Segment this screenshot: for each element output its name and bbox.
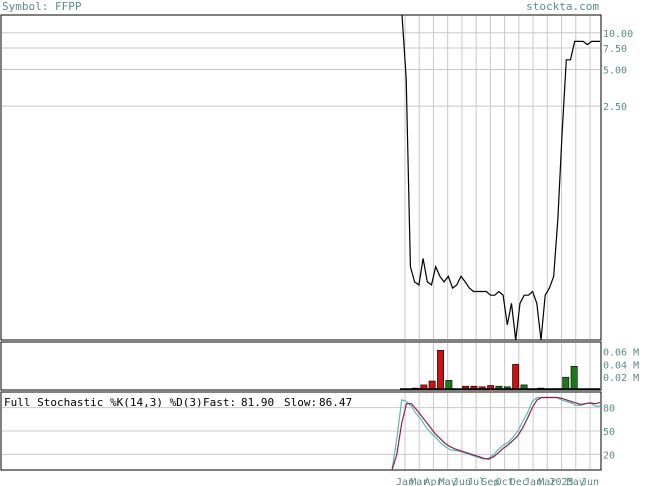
volume-tick-label: 0.04 M: [603, 360, 639, 371]
volume-bar: [512, 364, 520, 391]
fast-value: 81.90: [241, 396, 274, 409]
price-tick-label: 7.50: [603, 44, 627, 55]
volume-bar: [437, 349, 444, 391]
stochastic-title: Full Stochastic %K(14,3) %D(3): [4, 396, 203, 409]
volume-tick-label: 0.02 M: [603, 373, 639, 384]
price-tick-label: 10.00: [603, 29, 633, 40]
x-tick-label: Jul: [467, 477, 485, 486]
fast-label: Fast:: [203, 396, 236, 409]
x-tick-label: May: [439, 477, 457, 486]
slow-value: 86.47: [319, 396, 352, 409]
price-frame: [0, 14, 602, 341]
symbol-label: Symbol: FFPP: [2, 0, 82, 13]
stochastic-frame: [0, 391, 602, 471]
site-name: stockta.com: [526, 0, 599, 13]
slow-label: Slow:: [284, 396, 317, 409]
volume-tick-label: 0.06 M: [603, 348, 639, 359]
volume-bar: [520, 384, 528, 391]
volume-bar: [570, 365, 578, 391]
stochastic-tick-label: 80: [603, 404, 615, 415]
price-tick-label: 2.50: [603, 102, 627, 113]
x-tick-label: Jan: [396, 477, 414, 486]
x-tick-label: May: [567, 477, 585, 486]
x-axis: JanMarAprMayJunJulSepOctDecJanMar2025May…: [396, 477, 599, 486]
volume-bar: [487, 385, 495, 391]
fast-line: [391, 396, 601, 471]
price-panel: 10.00 7.50 5.00 2.50: [0, 14, 633, 341]
x-tick-label: Sep: [481, 477, 499, 486]
x-tick-label: Jun: [453, 477, 471, 486]
x-tick-label: Jan: [524, 477, 542, 486]
x-tick-label: Dec: [510, 477, 528, 486]
volume-bar: [470, 385, 478, 391]
volume-bar: [445, 380, 453, 391]
x-tick-label: Oct: [496, 477, 514, 486]
volume-bar: [462, 385, 469, 391]
volume-bar: [420, 384, 428, 391]
stochastic-tick-label: 50: [603, 427, 615, 438]
volume-bar: [428, 380, 436, 391]
price-tick-label: 5.00: [603, 65, 627, 76]
volume-bar: [495, 385, 503, 391]
volume-frame: [0, 341, 602, 391]
x-tick-label: 2025: [549, 477, 573, 486]
stochastic-tick-label: 20: [603, 450, 615, 461]
volume-panel: 0.06 M0.04 M 0.02 M: [0, 341, 639, 391]
x-tick-label: Mar: [410, 477, 428, 486]
x-tick-label: Apr: [424, 477, 442, 486]
slow-line: [391, 396, 601, 471]
x-tick-label: Jun: [581, 477, 599, 486]
x-tick-label: Mar: [538, 477, 556, 486]
volume-bar: [562, 376, 570, 391]
stochastic-panel: Full Stochastic %K(14,3) %D(3) Fast: 81.…: [0, 391, 615, 471]
price-line: [401, 14, 600, 341]
